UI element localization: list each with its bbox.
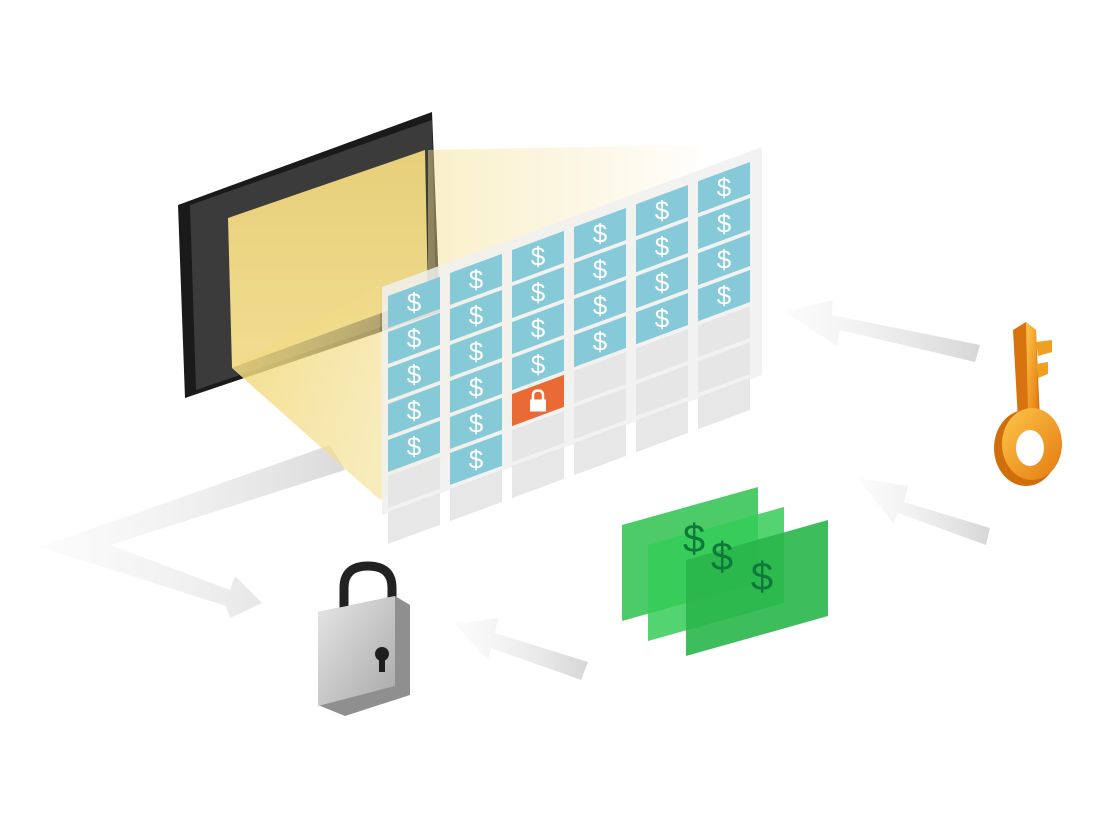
- grid-cell: [512, 266, 564, 319]
- cell-glyph: $: [531, 314, 546, 344]
- empty-cell: [698, 378, 750, 430]
- cell-glyph: $: [717, 245, 732, 275]
- empty-cell: [574, 387, 626, 440]
- cell-glyph: $: [593, 219, 608, 249]
- grid-cell: [512, 230, 564, 283]
- lock-icon: [530, 399, 546, 412]
- grid-cell: [636, 185, 688, 237]
- empty-cell: [698, 342, 750, 394]
- grid-cell: [450, 289, 502, 342]
- cell-glyph: $: [469, 336, 484, 366]
- arrow-icon: [785, 300, 980, 362]
- cell-glyph: $: [531, 350, 546, 380]
- grid-cell: [574, 315, 626, 368]
- grid-cell: [450, 397, 502, 450]
- empty-cell: [512, 410, 564, 463]
- cell-glyph: $: [469, 372, 484, 402]
- grid-cell: [636, 221, 688, 273]
- grid-cell: [388, 420, 440, 472]
- bill-glyph: $: [683, 517, 705, 561]
- cell-glyph: $: [407, 395, 422, 425]
- cell-glyph: $: [407, 287, 422, 317]
- grid-cell: [388, 276, 440, 328]
- empty-cell: [636, 329, 688, 381]
- cell-glyph: $: [407, 323, 422, 353]
- grid-cell: [450, 253, 502, 306]
- grid-cell: [512, 302, 564, 355]
- empty-cell: [636, 365, 688, 417]
- grid-cell: [698, 198, 750, 250]
- empty-cell: [698, 306, 750, 358]
- cell-glyph: $: [531, 242, 546, 272]
- padlock-icon: [318, 561, 410, 716]
- money-icon: $ $ $: [622, 487, 828, 656]
- grid-cell: [636, 293, 688, 345]
- grid-cell: [512, 338, 564, 391]
- cell-glyph: $: [593, 255, 608, 285]
- cell-glyph: $: [717, 209, 732, 239]
- empty-cell: [388, 492, 440, 544]
- cell-glyph: $: [655, 196, 670, 226]
- grid-cell: [574, 243, 626, 296]
- arrow-icon: [455, 618, 588, 680]
- grid-cell: [388, 384, 440, 436]
- data-grid: $ $ $ $ $ $ $ $ $ $ $ $ $ $ $ $ $ $ $ $ $ $ $ $ $ $ $: [382, 147, 762, 544]
- cell-glyph: $: [593, 291, 608, 321]
- bill-glyph: $: [711, 535, 733, 579]
- projection-beam-lower: [232, 285, 380, 500]
- lock-icon: [531, 389, 545, 401]
- grid-cell: [698, 270, 750, 322]
- arrow-icon: [858, 478, 990, 545]
- cell-glyph: $: [655, 232, 670, 262]
- grid-cell: [450, 325, 502, 378]
- grid-cell: [450, 433, 502, 486]
- empty-cell: [574, 351, 626, 404]
- empty-cell: [636, 401, 688, 453]
- cell-glyph: $: [469, 408, 484, 438]
- key-icon: [994, 322, 1062, 486]
- cell-glyph: $: [531, 278, 546, 308]
- arrow-icon: [40, 445, 345, 618]
- cell-glyph: $: [469, 264, 484, 294]
- cell-glyph: $: [717, 173, 732, 203]
- cell-glyph: $: [407, 359, 422, 389]
- bill-glyph: $: [751, 555, 773, 599]
- cell-glyph: $: [717, 281, 732, 311]
- cell-glyph: $: [655, 268, 670, 298]
- empty-cell: [450, 469, 502, 522]
- grid-cell: [574, 279, 626, 332]
- empty-cell: [388, 456, 440, 508]
- cell-glyph: $: [407, 431, 422, 461]
- empty-cell: [512, 446, 564, 499]
- grid-cell: [698, 162, 750, 214]
- grid-cell: [574, 207, 626, 260]
- grid-cell: [388, 312, 440, 364]
- empty-cell: [574, 423, 626, 476]
- grid-cell: [698, 234, 750, 286]
- grid-cell: [388, 348, 440, 400]
- cell-glyph: $: [469, 300, 484, 330]
- grid-cell: [450, 361, 502, 414]
- cell-glyph: $: [655, 304, 670, 334]
- cell-glyph: $: [593, 327, 608, 357]
- cell-glyph: $: [469, 444, 484, 474]
- grid-cell: [636, 257, 688, 309]
